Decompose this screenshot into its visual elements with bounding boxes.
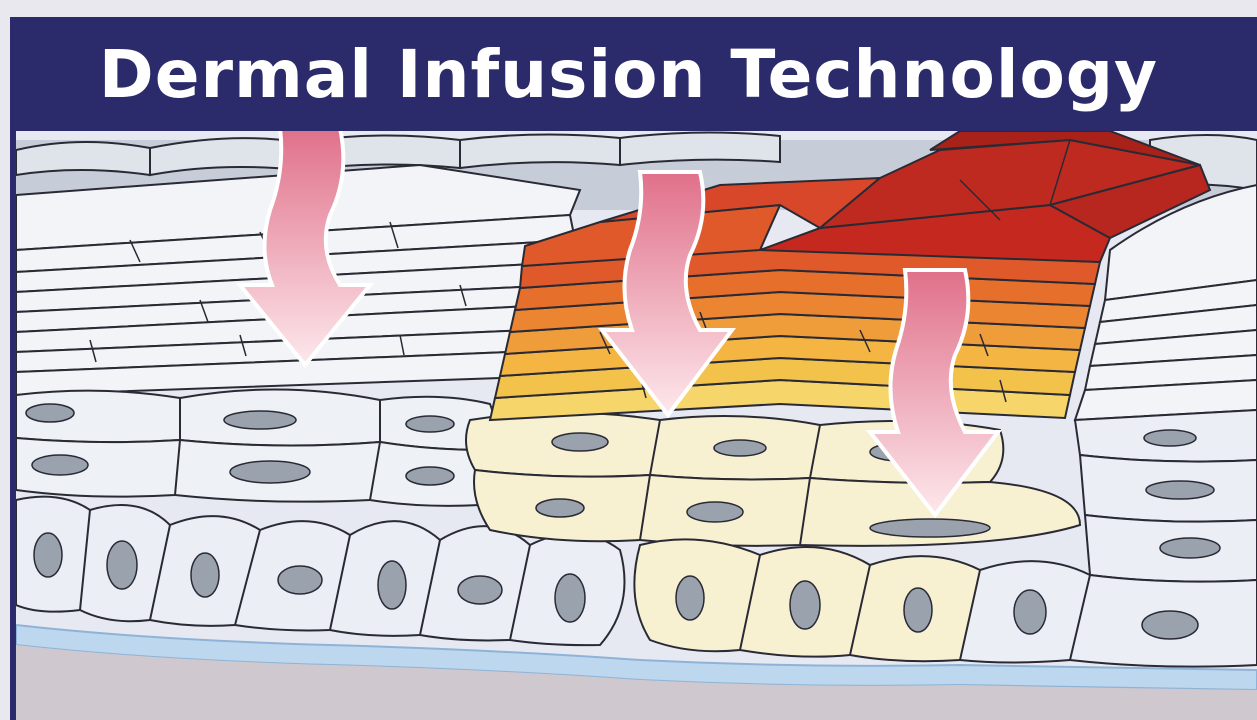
left-granular-cells (16, 389, 494, 505)
diagram-title: Dermal Infusion Technology (0, 30, 1257, 120)
